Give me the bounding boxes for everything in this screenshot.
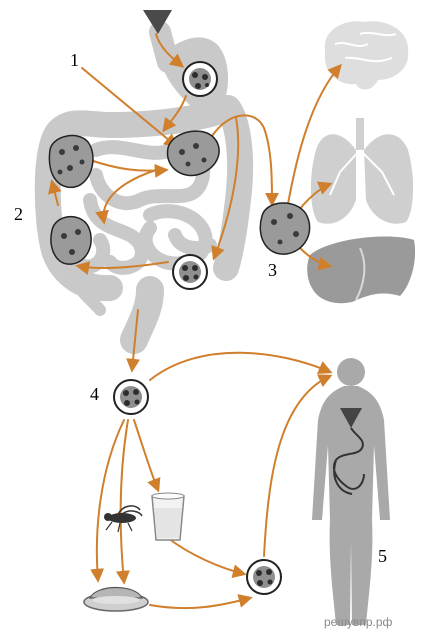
cyst-stomach	[183, 62, 217, 96]
stage-label-3: 3	[268, 260, 277, 280]
brain-icon	[325, 21, 408, 89]
watermark: решувпр.рф	[324, 615, 393, 629]
cyst-ingested	[247, 560, 281, 594]
stage-label-2: 2	[14, 204, 23, 224]
liver-icon	[307, 236, 415, 303]
trophozoite-duodenum	[167, 131, 219, 175]
trophozoite-blood	[260, 203, 309, 254]
trophozoite-colon-lower	[51, 217, 91, 265]
stage-label-1: 1	[70, 50, 79, 70]
cyst-colon	[173, 255, 207, 289]
lungs-icon	[311, 118, 413, 224]
fly-icon	[104, 506, 142, 532]
stage-label-4: 4	[90, 384, 99, 404]
water-glass-icon	[152, 493, 184, 540]
cyst-excreted	[114, 380, 148, 414]
stage-label-5: 5	[378, 546, 387, 566]
human-silhouette	[312, 358, 390, 625]
food-plate-icon	[84, 588, 148, 612]
trophozoite-colon-upper	[49, 136, 93, 188]
